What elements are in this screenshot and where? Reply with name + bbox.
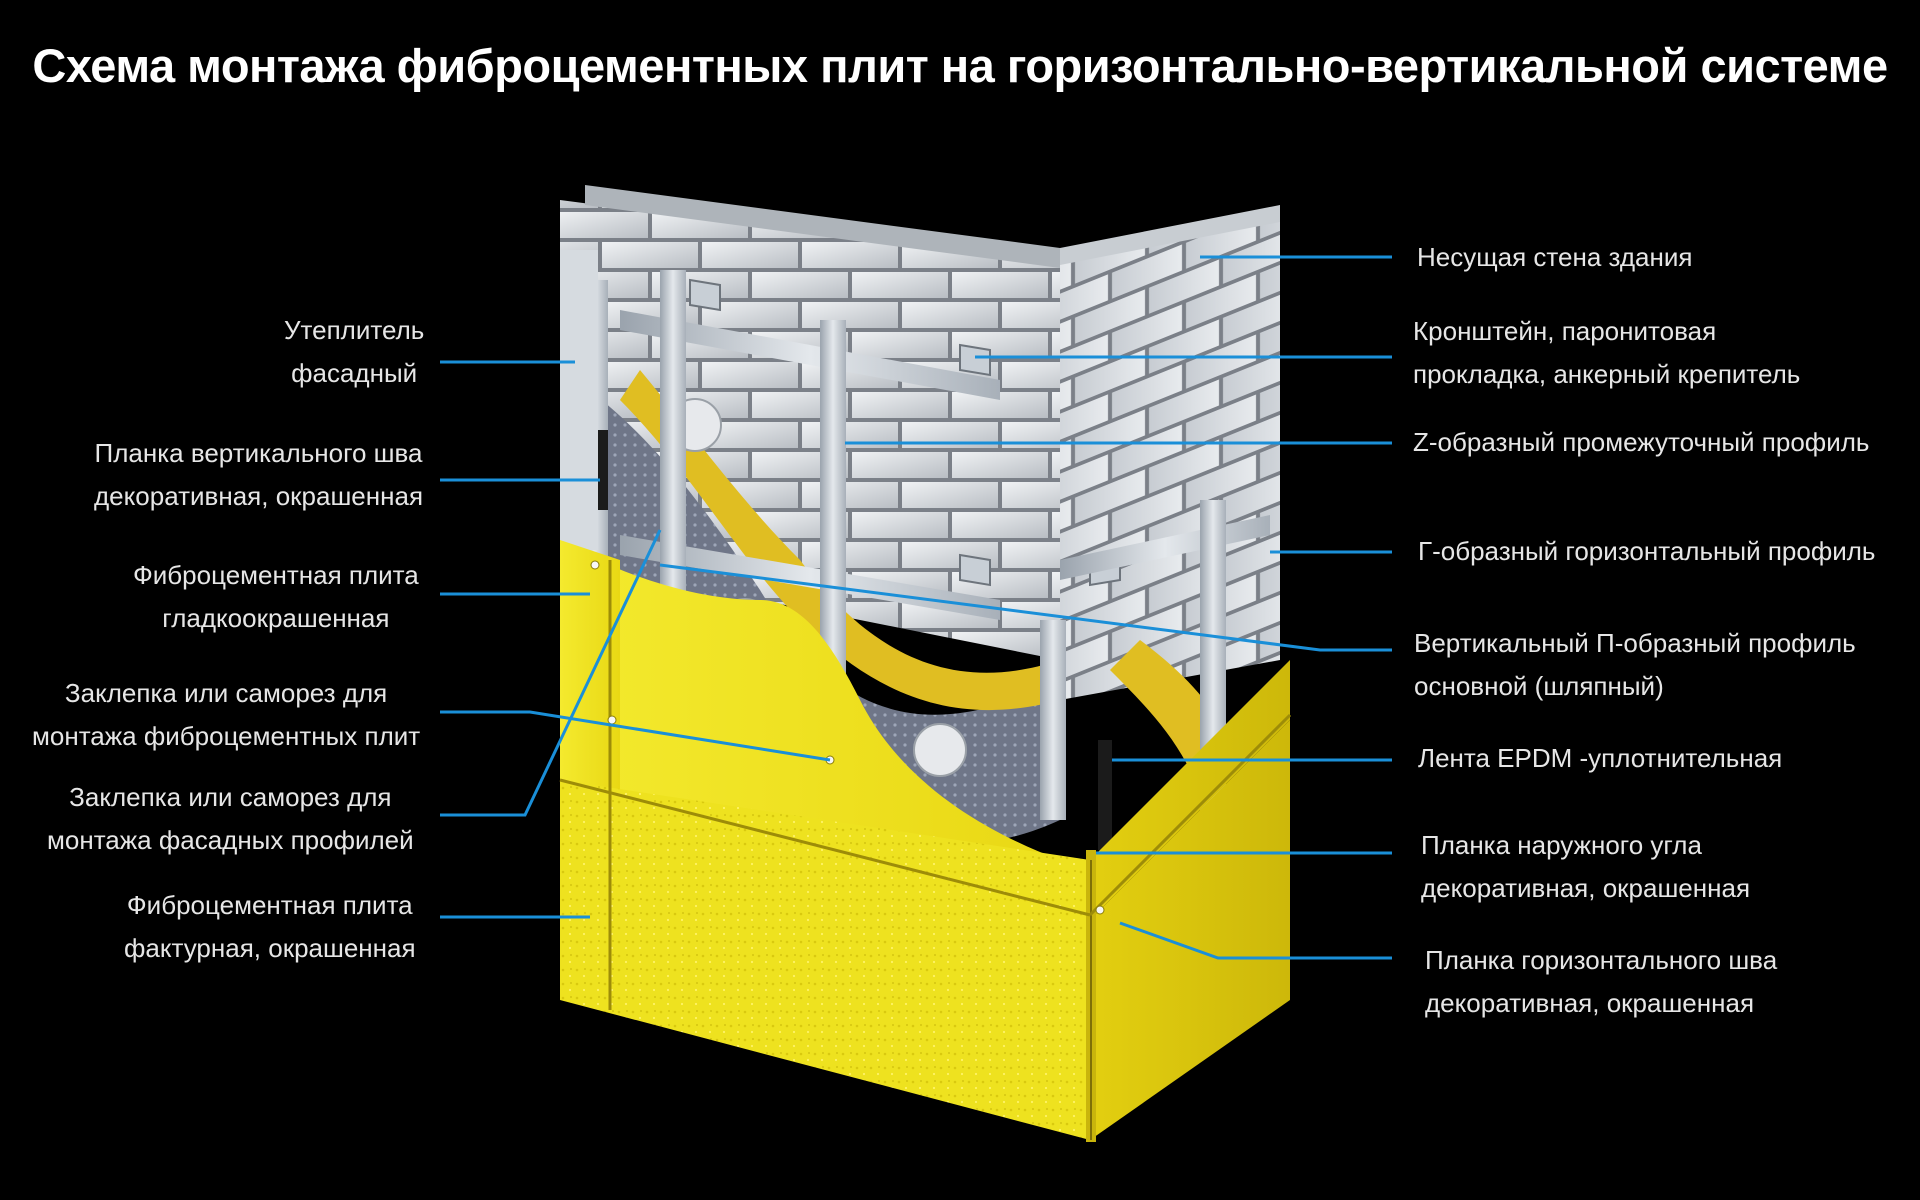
label-load-bearing-wall: Несущая стена здания bbox=[1417, 242, 1693, 272]
label-g-profile: Г-образный горизонтальный профиль bbox=[1418, 536, 1876, 566]
panel-textured-side bbox=[1090, 720, 1290, 1140]
label-bracket: Кронштейн, паронитовая прокладка, анкерн… bbox=[1413, 316, 1801, 389]
label-rivet-profiles: Заклепка или саморез для монтажа фасадны… bbox=[47, 782, 414, 855]
label-horizontal-seam: Планка горизонтального шва декоративная,… bbox=[1425, 945, 1778, 1018]
corner-trim bbox=[1086, 850, 1096, 1142]
label-hat-profile: Вертикальный П-образный профиль основной… bbox=[1414, 628, 1856, 701]
page-title: Схема монтажа фиброцементных плит на гор… bbox=[32, 39, 1888, 92]
rivets bbox=[590, 560, 1105, 915]
label-smooth-panel: Фиброцементная плита гладкоокрашенная bbox=[133, 560, 419, 633]
brick-wall-top bbox=[585, 185, 1280, 268]
leader-lines bbox=[440, 255, 1392, 960]
panel-strip-left bbox=[560, 250, 598, 550]
leader-horizontal-seam bbox=[1119, 921, 1392, 960]
brick-wall-side bbox=[1060, 222, 1280, 700]
label-epdm: Лента EPDM -уплотнительная bbox=[1418, 743, 1783, 773]
label-z-profile: Z-образный промежуточный профиль bbox=[1413, 427, 1870, 457]
leader-hat-profile bbox=[659, 563, 1392, 652]
epdm-tapes bbox=[596, 430, 1112, 850]
label-rivet-panels: Заклепка или саморез для монтажа фиброце… bbox=[32, 678, 421, 751]
panel-side-upper bbox=[1090, 660, 1290, 920]
panel-textured-front bbox=[560, 780, 1090, 1140]
label-vertical-seam-strip: Планка вертикального шва декоративная, о… bbox=[94, 438, 424, 511]
leader-rivet-profiles bbox=[440, 529, 662, 817]
brackets bbox=[689, 278, 1121, 587]
label-facade-insulation: Утеплитель фасадный bbox=[284, 315, 425, 388]
label-textured-panel: Фиброцементная плита фактурная, окрашенн… bbox=[124, 890, 416, 963]
label-outer-corner: Планка наружного угла декоративная, окра… bbox=[1421, 830, 1751, 903]
leader-rivet-panels bbox=[440, 710, 831, 762]
panel-smooth-left bbox=[560, 540, 620, 790]
